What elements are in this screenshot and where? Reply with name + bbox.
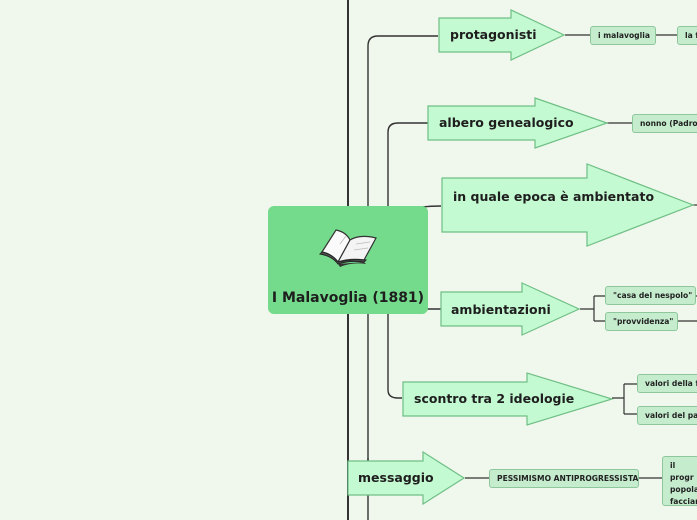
subtopic-la-famiglia[interactable]: la f xyxy=(677,26,697,45)
subtopic-provvidenza[interactable]: "provvidenza" xyxy=(605,312,678,331)
open-book-icon xyxy=(318,229,377,267)
subtopic-il-progresso[interactable]: il progr popola faccian xyxy=(662,456,697,506)
connector-scontro-children xyxy=(612,383,637,415)
topic-albero-genealogico[interactable]: albero genealogico xyxy=(427,97,609,149)
subtopic-i-malavoglia[interactable]: i malavoglia xyxy=(590,26,656,45)
central-topic[interactable]: I Malavoglia (1881) xyxy=(268,206,428,314)
subtopic-valori-paese[interactable]: valori del pae xyxy=(637,406,697,425)
topic-messaggio[interactable]: messaggio xyxy=(347,451,466,505)
topic-label: ambientazioni xyxy=(451,302,551,317)
topic-protagonisti[interactable]: protagonisti xyxy=(438,9,566,61)
topic-ambientazioni[interactable]: ambientazioni xyxy=(440,282,581,336)
topic-label: scontro tra 2 ideologie xyxy=(414,391,575,406)
topic-label: protagonisti xyxy=(450,27,537,42)
subtopic-nonno[interactable]: nonno (Padron xyxy=(632,114,697,133)
topic-label: in quale epoca è ambientato xyxy=(453,189,655,204)
connector-protagonisti xyxy=(367,35,438,520)
topic-scontro-ideologie[interactable]: scontro tra 2 ideologie xyxy=(402,372,614,426)
connector-scontro xyxy=(387,389,402,399)
subtopic-casa-del-nespolo[interactable]: "casa del nespolo" xyxy=(605,286,696,305)
connector-ambientazioni-children xyxy=(580,295,605,322)
central-topic-title: I Malavoglia (1881) xyxy=(271,290,425,306)
subtopic-valori-famiglia[interactable]: valori della fa xyxy=(637,374,697,393)
topic-label: albero genealogico xyxy=(439,115,574,130)
topic-epoca[interactable]: in quale epoca è ambientato xyxy=(441,163,695,248)
topic-label: messaggio xyxy=(358,470,434,485)
connector-albero xyxy=(387,122,428,390)
subtopic-pessimismo[interactable]: PESSIMISMO ANTIPROGRESSISTA xyxy=(489,469,639,488)
